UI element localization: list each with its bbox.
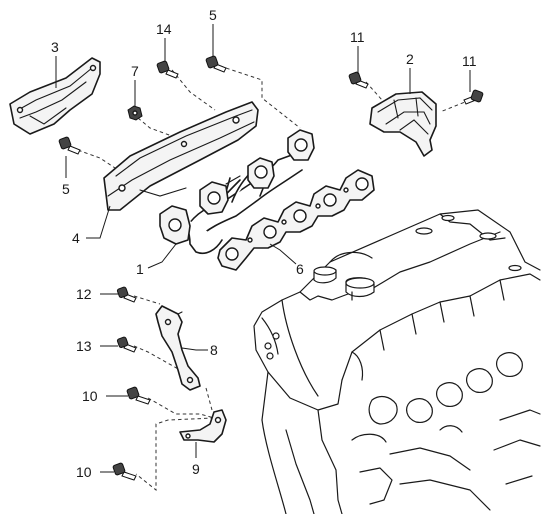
bolt-5-upper — [205, 55, 227, 73]
bolt-11-right — [463, 89, 484, 105]
bolt-10-lower — [112, 462, 137, 481]
upper-heat-shield-2 — [369, 91, 437, 157]
callout-10-lower: 10 — [76, 464, 92, 480]
bolt-14 — [156, 60, 179, 79]
callout-11-left: 11 — [350, 29, 365, 45]
callout-numbers: 3 14 5 7 11 2 11 5 4 1 6 12 8 13 10 9 10 — [51, 7, 477, 480]
leader-lines — [55, 24, 471, 473]
bolt-5-lower — [58, 136, 81, 155]
callout-1: 1 — [136, 261, 144, 277]
bolt-12 — [116, 286, 137, 303]
callout-2: 2 — [406, 51, 414, 67]
callout-6: 6 — [296, 261, 304, 277]
bolt-10-upper — [126, 386, 151, 405]
callout-3: 3 — [51, 39, 59, 55]
manifold-heat-shield-4 — [103, 101, 259, 211]
callout-4: 4 — [72, 230, 80, 246]
bolt-13 — [116, 336, 137, 353]
heat-shield-bracket-3 — [9, 57, 101, 135]
callout-8: 8 — [210, 342, 218, 358]
callout-13: 13 — [76, 338, 92, 354]
alignment-lines — [71, 65, 471, 492]
callout-11-right: 11 — [462, 53, 477, 69]
callout-7: 7 — [131, 63, 139, 79]
callout-14: 14 — [156, 21, 172, 37]
engine-block — [253, 209, 541, 514]
small-bracket-9 — [179, 409, 227, 443]
callout-5-lower: 5 — [62, 181, 70, 197]
callout-5-upper: 5 — [209, 7, 217, 23]
exhaust-manifold-1 — [159, 129, 315, 255]
bolt-11-left — [348, 71, 369, 89]
callout-9: 9 — [192, 461, 200, 477]
support-bracket-8 — [155, 305, 201, 391]
callout-12: 12 — [76, 286, 92, 302]
manifold-gasket-6 — [217, 169, 375, 271]
nut-7 — [127, 105, 143, 121]
callout-10-upper: 10 — [82, 388, 98, 404]
